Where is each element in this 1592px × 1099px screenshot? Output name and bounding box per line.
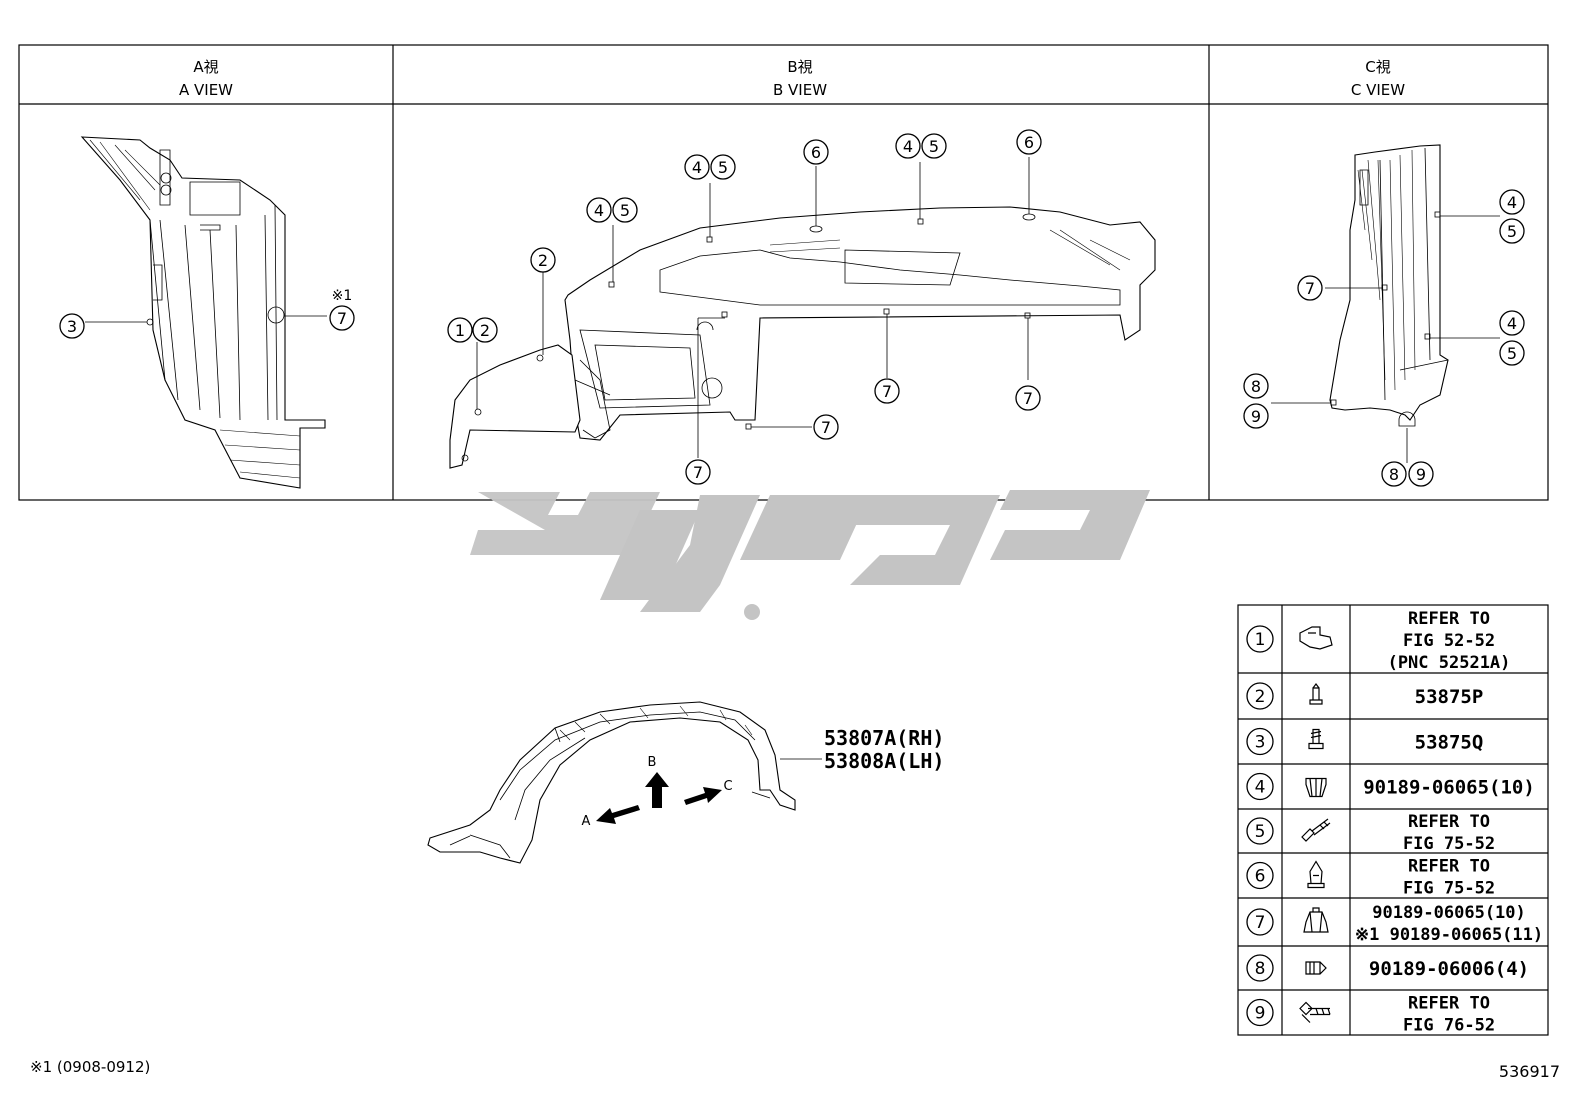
legend-text: REFER TO xyxy=(1408,609,1490,629)
b-callout-2b: 2 xyxy=(538,251,548,270)
part-number-rh: 53807A(RH) xyxy=(824,726,944,750)
legend-text: (PNC 52521A) xyxy=(1388,653,1511,673)
part-number-lh: 53808A(LH) xyxy=(824,749,944,773)
c-callout-5a: 5 xyxy=(1507,222,1517,241)
callout-circles: 3 ※1 7 1 2 2 4 5 4 5 6 4 5 6 7 7 7 7 xyxy=(59,129,1525,487)
view-c-title-en: C VIEW xyxy=(1351,81,1405,99)
legend-number: 1 xyxy=(1255,630,1266,650)
b-callout-6a: 6 xyxy=(811,143,821,162)
legend-text: 90189-06006(4) xyxy=(1369,958,1529,980)
main-fender-liner: B C A 53807A(RH) 53808A(LH) xyxy=(427,701,944,864)
legend-text: 90189-06065(10) xyxy=(1372,903,1526,923)
b-callout-7c: 7 xyxy=(821,418,831,437)
legend-text: 53875Q xyxy=(1415,732,1484,754)
grommet-icon xyxy=(1305,777,1327,798)
view-a-title-jp: A視 xyxy=(193,58,218,76)
arrow-a-label: A xyxy=(582,814,591,829)
b-callout-4b: 4 xyxy=(692,158,702,177)
view-b-title-jp: B視 xyxy=(787,58,812,76)
legend-number: 4 xyxy=(1255,778,1266,798)
c-callout-4b: 4 xyxy=(1507,314,1517,333)
arrow-b-icon xyxy=(645,772,669,808)
footnote: ※1 (0908-0912) xyxy=(30,1058,150,1076)
legend-number: 3 xyxy=(1255,733,1266,753)
legend-number: 5 xyxy=(1255,822,1266,842)
legend-number: 8 xyxy=(1255,959,1266,979)
legend-number: 2 xyxy=(1255,687,1266,707)
a-note-mark: ※1 xyxy=(332,288,353,304)
b-callout-6b: 6 xyxy=(1024,133,1034,152)
c-callout-8a: 8 xyxy=(1251,377,1261,396)
legend-text: 90189-06065(10) xyxy=(1363,777,1535,799)
c-callout-7: 7 xyxy=(1305,279,1315,298)
arrow-c-label: C xyxy=(723,779,732,794)
legend-number: 6 xyxy=(1255,867,1266,887)
legend-number: 9 xyxy=(1255,1004,1266,1024)
b-callout-5b: 5 xyxy=(718,158,728,177)
b-view-drawing xyxy=(449,157,1156,469)
cap-nut-icon xyxy=(1305,961,1327,975)
push-clip-icon xyxy=(1307,860,1325,889)
arrow-a-icon xyxy=(596,805,640,824)
figure-id: 536917 xyxy=(1499,1062,1560,1081)
b-callout-7b: 7 xyxy=(1023,389,1033,408)
b-callout-4c: 4 xyxy=(903,137,913,156)
legend-text: REFER TO xyxy=(1408,994,1490,1014)
c-callout-8b: 8 xyxy=(1389,465,1399,484)
b-callout-4a: 4 xyxy=(594,201,604,220)
legend-text: ※1 90189-06065(11) xyxy=(1355,925,1543,945)
b-callout-2: 2 xyxy=(480,321,490,340)
arrow-b-label: B xyxy=(648,755,657,770)
screw-rivet-icon xyxy=(1308,728,1324,750)
view-headers: A視 A VIEW B視 B VIEW C視 C VIEW xyxy=(179,58,1405,99)
a-callout-7: 7 xyxy=(337,309,347,328)
c-callout-9a: 9 xyxy=(1251,407,1261,426)
nut-clip-icon xyxy=(1303,907,1329,933)
legend-text: REFER TO xyxy=(1408,857,1490,877)
view-b-title-en: B VIEW xyxy=(773,81,827,99)
a-callout-3: 3 xyxy=(67,317,77,336)
legend-text: FIG 52-52 xyxy=(1403,631,1495,651)
b-callout-1: 1 xyxy=(455,321,465,340)
legend-text: FIG 76-52 xyxy=(1403,1016,1495,1036)
bolt-icon xyxy=(1301,818,1331,842)
rivet-icon xyxy=(1309,683,1323,705)
view-a-title-en: A VIEW xyxy=(179,81,233,99)
clip-nut-icon xyxy=(1299,626,1333,650)
b-callout-5c: 5 xyxy=(929,137,939,156)
c-view-drawing xyxy=(1271,144,1500,463)
c-callout-9b: 9 xyxy=(1416,465,1426,484)
legend-text: 53875P xyxy=(1415,686,1484,708)
flange-bolt-icon xyxy=(1299,1001,1331,1023)
legend-text: REFER TO xyxy=(1408,812,1490,832)
legend-number: 7 xyxy=(1255,913,1266,933)
legend-text: FIG 75-52 xyxy=(1403,834,1495,854)
legend-text: FIG 75-52 xyxy=(1403,879,1495,899)
view-c-title-jp: C視 xyxy=(1365,58,1390,76)
watermark-logo xyxy=(470,490,1150,620)
b-callout-7a: 7 xyxy=(882,382,892,401)
c-callout-4a: 4 xyxy=(1507,193,1517,212)
b-callout-7d: 7 xyxy=(693,463,703,482)
a-view-drawing xyxy=(80,136,327,489)
c-callout-5b: 5 xyxy=(1507,344,1517,363)
b-callout-5a: 5 xyxy=(620,201,630,220)
arrow-c-icon xyxy=(684,787,722,805)
